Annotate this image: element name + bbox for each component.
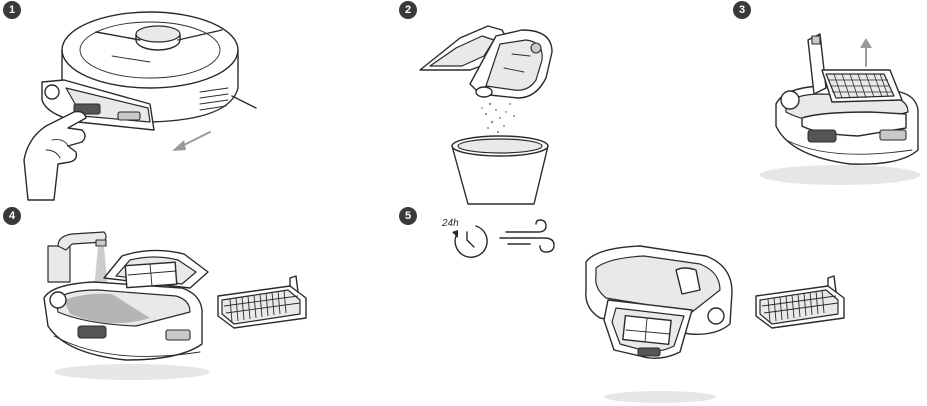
step-5-illustration: 24h <box>441 218 844 403</box>
trash-cup-icon <box>452 136 548 204</box>
step-2-illustration <box>420 26 552 204</box>
arrow-down-left-icon <box>172 132 210 151</box>
filter-icon <box>218 276 306 328</box>
filter-icon <box>756 276 844 328</box>
step-1-illustration <box>24 12 256 200</box>
hand-icon <box>24 112 86 200</box>
clock-icon: 24h <box>441 218 487 257</box>
filter-icon <box>623 316 671 345</box>
timer-label: 24h <box>441 218 459 229</box>
dust-particles <box>481 103 515 133</box>
step-4-illustration <box>44 232 306 380</box>
dustbin-icon <box>420 26 552 98</box>
filter-icon <box>125 262 176 287</box>
step-3-illustration <box>760 34 920 185</box>
wind-icon <box>500 220 554 252</box>
dustbin-icon <box>586 246 732 358</box>
arrow-up-icon <box>860 38 872 66</box>
